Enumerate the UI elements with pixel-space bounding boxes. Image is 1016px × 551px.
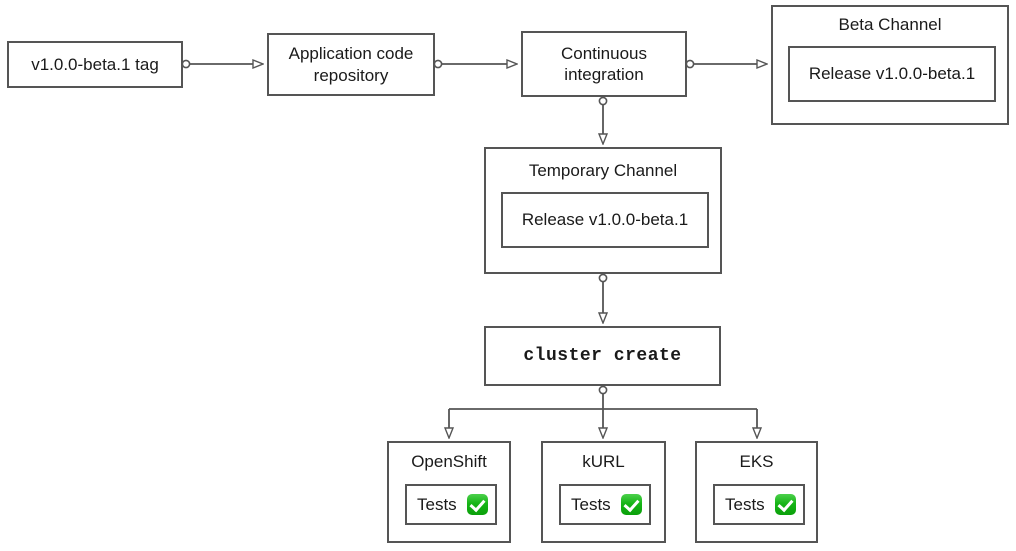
container-beta-channel[interactable]: Beta Channel Release v1.0.0-beta.1 [771,5,1009,125]
kurl-tests-row: Tests [571,494,642,515]
edge-tag-to-repo [181,60,262,67]
beta-channel-release-box[interactable]: Release v1.0.0-beta.1 [788,46,996,102]
container-temporary-channel[interactable]: Temporary Channel Release v1.0.0-beta.1 [484,147,722,274]
kurl-tests-label: Tests [571,494,611,514]
edge-ci-to-temporary-channel [599,96,606,143]
eks-tests-box[interactable]: Tests [713,484,805,525]
container-kurl[interactable]: kURL Tests [541,441,666,543]
edge-cluster-create-fanout [449,385,757,437]
edge-repo-to-ci [433,60,516,67]
green-check-icon [620,494,642,515]
container-beta-channel-title: Beta Channel [838,15,942,34]
node-application-code-repository[interactable]: Application code repository [267,33,435,96]
beta-channel-release-label: Release v1.0.0-beta.1 [808,64,976,83]
edge-temporary-channel-to-cluster-create [599,273,606,322]
node-continuous-integration[interactable]: Continuous integration [521,31,687,97]
container-openshift-title: OpenShift [411,452,487,471]
green-check-icon [466,494,488,515]
node-continuous-integration-label: Continuous integration [560,43,647,84]
node-cluster-create-label: cluster create [523,345,682,366]
container-temporary-channel-title: Temporary Channel [528,161,678,180]
edge-ci-to-beta-channel [685,60,766,67]
container-openshift[interactable]: OpenShift Tests [387,441,511,543]
eks-tests-row: Tests [725,494,796,515]
node-version-tag[interactable]: v1.0.0-beta.1 tag [7,41,183,88]
openshift-tests-row: Tests [417,494,488,515]
openshift-tests-box[interactable]: Tests [405,484,497,525]
temporary-channel-release-label: Release v1.0.0-beta.1 [521,210,689,229]
temporary-channel-release-box[interactable]: Release v1.0.0-beta.1 [501,192,709,248]
container-eks[interactable]: EKS Tests [695,441,818,543]
kurl-tests-box[interactable]: Tests [559,484,651,525]
green-check-icon [774,494,796,515]
openshift-tests-label: Tests [417,494,457,514]
node-cluster-create[interactable]: cluster create [484,326,721,386]
eks-tests-label: Tests [725,494,765,514]
node-version-tag-label: v1.0.0-beta.1 tag [31,54,159,74]
container-eks-title: EKS [739,452,774,471]
node-application-code-repository-label: Application code repository [288,44,414,85]
container-kurl-title: kURL [582,452,625,471]
